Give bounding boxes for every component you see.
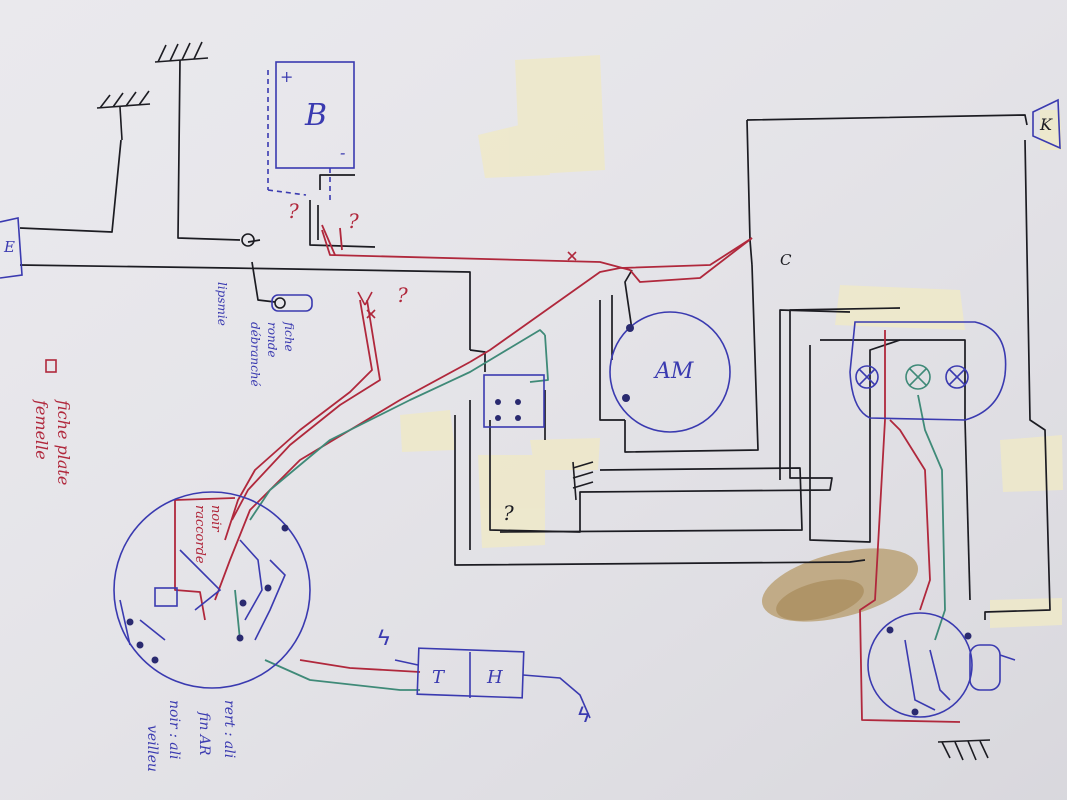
red-note-2: femelle [32,399,51,460]
tape-patches [400,55,1063,628]
ground-symbol-top [154,41,209,63]
bottom-note-2: fin AR [196,711,212,756]
lamp-housing [849,321,1007,421]
alternator-label: AM [653,359,694,384]
ground-symbol-left [96,90,151,141]
horn-label: K [1039,115,1053,134]
wire-note-1: noir [208,505,223,532]
fiche-note-4: lipsmie [215,282,229,326]
lamp-bulbs [855,364,969,390]
bottom-note-3: noir : ali [166,700,182,760]
blue-ink-drawings [0,61,1061,719]
red-note-1: fiche plate [54,399,73,485]
fiche-note-1: fiche [282,321,296,352]
battery-box [275,61,355,169]
connector-marks [45,251,577,373]
lightning-2-icon: ϟ [578,702,590,727]
wire-note-2: raccorde [192,505,207,564]
alternator-circle [609,311,731,433]
black-wires [19,59,1051,620]
ground-symbol-bottom-right [937,739,991,761]
ht-unit-t-label: T [432,667,446,688]
switch-c-label: C [780,251,792,269]
ignition-switch-circle [113,491,311,689]
coffee-stain-core [776,579,864,621]
terminal-dots [126,324,972,716]
bottom-note-1: rert : ali [221,700,237,758]
question-mark-2: ? [348,209,359,233]
battery-plus-label: + [280,67,293,86]
lamp-center [905,364,931,390]
question-mark-4: ? [503,501,514,525]
front-connector-label: E [3,238,15,256]
question-mark-1: ? [288,199,299,223]
green-wires [234,329,946,691]
horn-shape [1032,98,1061,150]
ht-unit-h-label: H [486,667,503,688]
ground-symbol-center [572,461,594,501]
coffee-stain [761,548,919,622]
lamp-left [855,365,879,389]
labels: B + - E ? ? ? ? C AM K H T ϟ ϟ fiche ron… [3,67,1053,772]
fiche-note-2: ronde [265,322,279,357]
battery-label: B [304,98,327,133]
battery-minus-label: - [340,143,345,162]
handlebar-switch-circle [867,612,973,718]
fiche-note-3: débranché [248,322,262,387]
lamp-right [945,365,969,389]
terminal-rings [241,233,286,309]
lightning-1-icon: ϟ [378,625,390,650]
bottom-note-4: veilleu [144,725,160,772]
question-mark-3: ? [397,283,408,307]
